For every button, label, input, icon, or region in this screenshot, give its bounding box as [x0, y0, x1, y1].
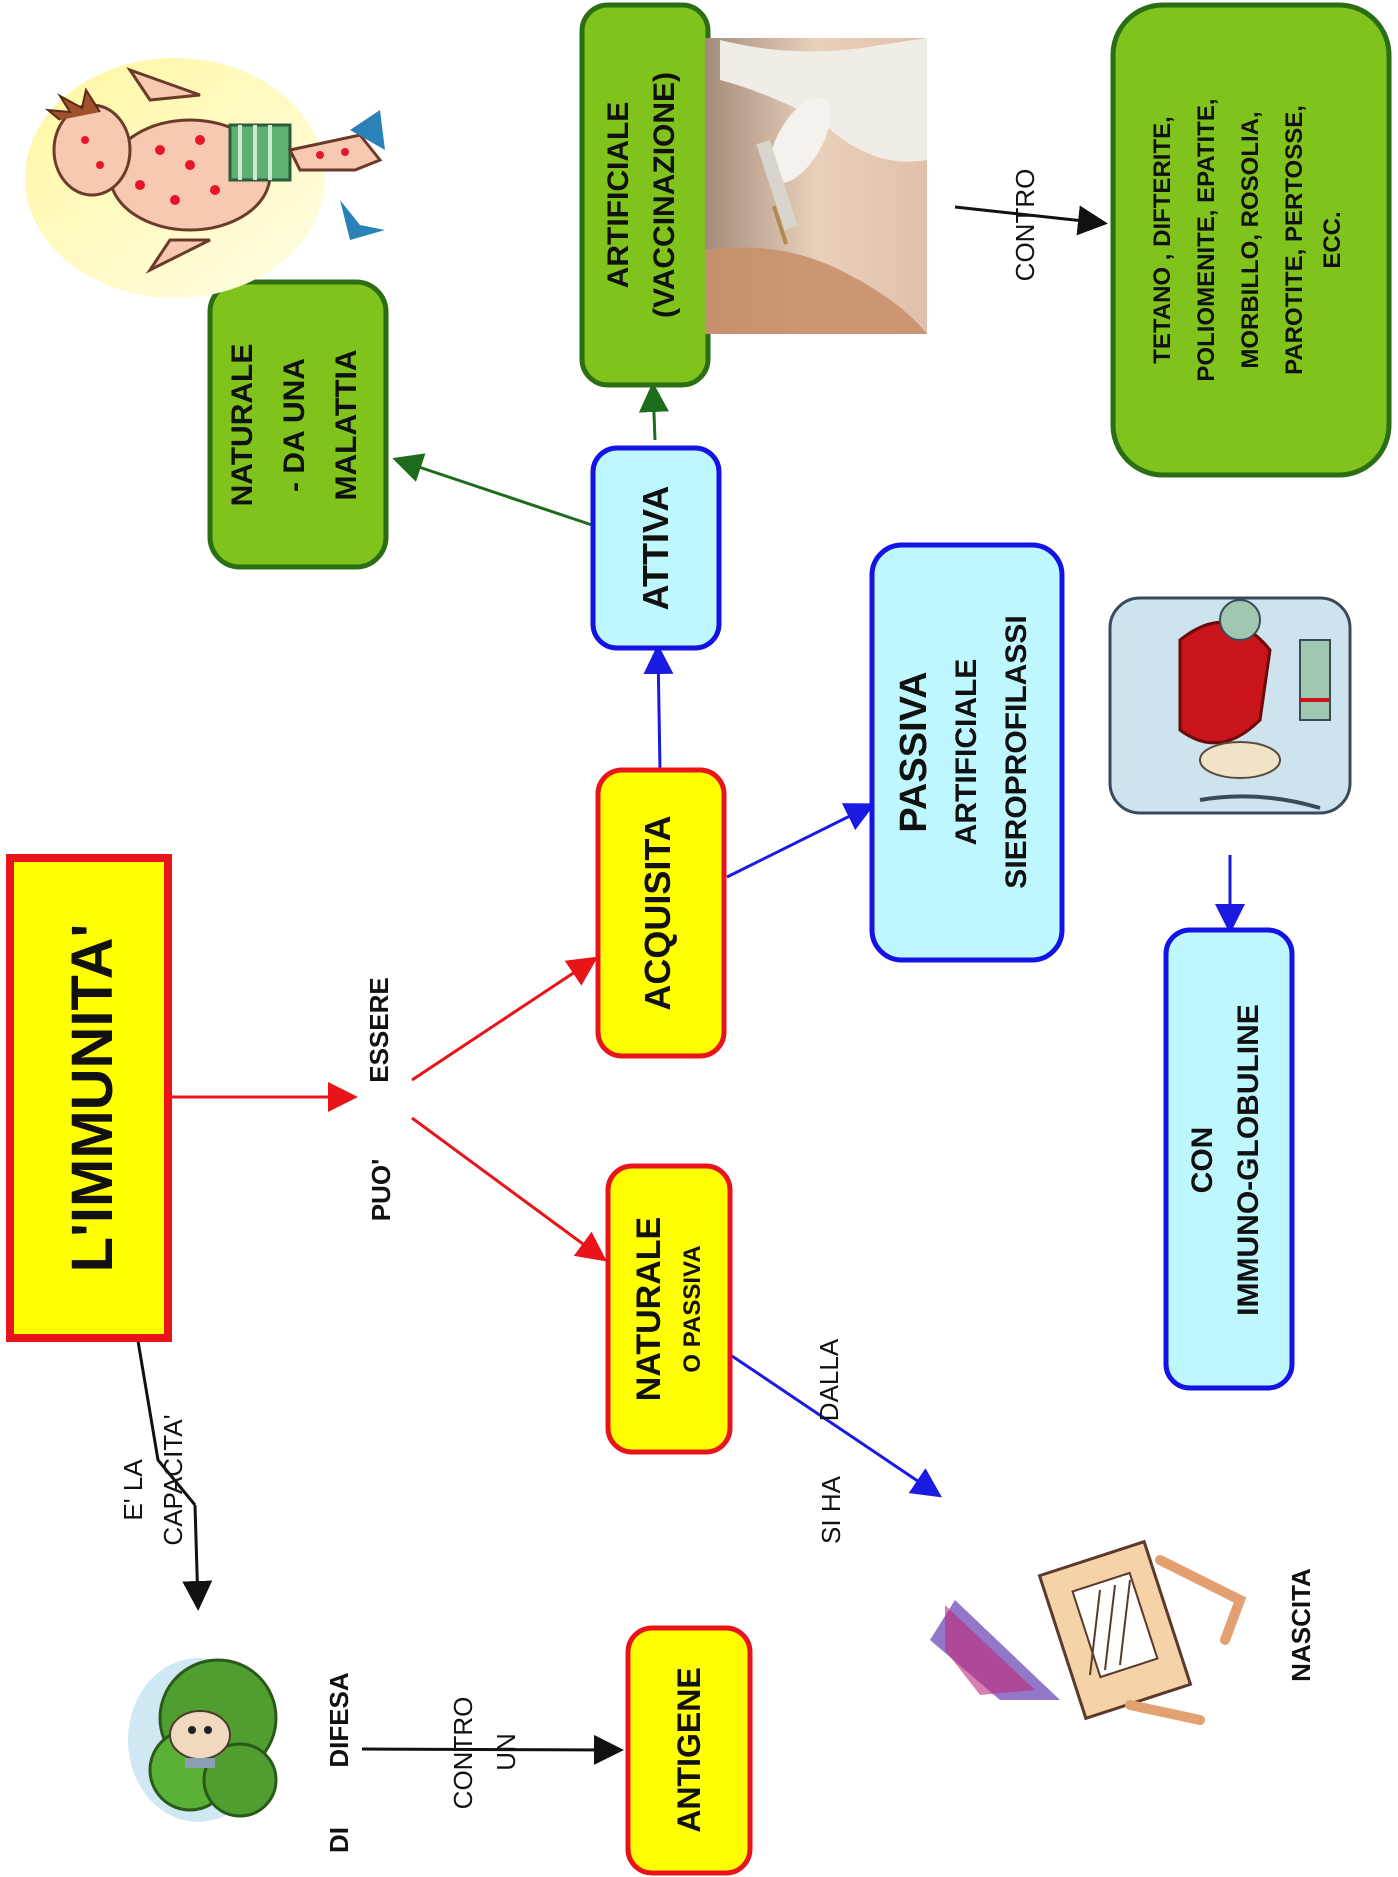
arrow-to-artificiale — [638, 382, 669, 441]
label-dalla: DALLA — [814, 1338, 844, 1421]
label-di: DI — [324, 1827, 354, 1853]
label-si-ha: SI HA — [816, 1475, 846, 1544]
arrow-title-to-difesa-line — [135, 1334, 197, 1506]
node-naturale-passiva-rect — [605, 1163, 733, 1455]
label-nascita: NASCITA — [1286, 1568, 1316, 1682]
node-naturale-malattia-line2: - DA UNA — [278, 358, 311, 492]
node-attiva-rect — [590, 445, 722, 651]
node-diseases-line4: PAROTITE, PERTOSSE, — [1281, 105, 1308, 375]
label-essere: ESSERE — [364, 977, 394, 1083]
node-immunoglobuline: CON IMMUNO-GLOBULINE — [1163, 927, 1295, 1391]
title-box-rect — [6, 854, 172, 1342]
label-contro-bottom: CONTRO — [448, 1697, 478, 1810]
node-antigene-rect — [625, 1625, 753, 1876]
node-attiva: ATTIVA — [590, 445, 722, 651]
arrow-to-naturale-malattia — [392, 453, 593, 527]
node-diseases-rect — [1110, 2, 1392, 478]
node-naturale-passiva: NATURALE O PASSIVA — [605, 1163, 733, 1455]
node-diseases-line2: POLIOMENITE, EPATITE, — [1193, 98, 1220, 381]
node-naturale-passiva-line2: O PASSIVA — [679, 1245, 706, 1372]
node-passiva-line2: ARTIFICIALE — [950, 659, 983, 846]
node-naturale-malattia: NATURALE - DA UNA MALATTIA — [207, 279, 389, 570]
cradle-icon — [930, 1539, 1247, 1725]
node-acquisita-rect — [595, 767, 727, 1059]
node-diseases-line5: ECC. — [1319, 211, 1346, 268]
node-acquisita: ACQUISITA — [595, 767, 727, 1059]
node-naturale-malattia-rect — [207, 279, 389, 570]
label-e-la: E' LA — [118, 1459, 148, 1521]
node-passiva-line1: PASSIVA — [893, 671, 935, 832]
transfusion-icon — [1108, 596, 1352, 815]
hiding-person-icon — [128, 1658, 278, 1822]
arrow-to-passiva — [726, 803, 876, 879]
label-un: UN — [491, 1733, 521, 1771]
node-antigene: ANTIGENE — [625, 1625, 753, 1876]
connectors — [135, 205, 1245, 1765]
label-difesa: DIFESA — [324, 1672, 354, 1768]
node-naturale-malattia-line1: NATURALE — [226, 344, 259, 507]
vaccine-photo-icon — [705, 38, 927, 334]
node-artificiale: ARTIFICIALE (VACCINAZIONE) — [579, 2, 711, 388]
label-puo: PUO' — [366, 1159, 396, 1222]
node-passiva-line3: SIEROPROFILASSI — [1000, 615, 1033, 888]
node-attiva-text: ATTIVA — [635, 486, 676, 611]
label-contro-top: CONTRO — [1010, 169, 1040, 282]
node-passiva-rect — [869, 542, 1065, 963]
title-text: L'IMMUNITA' — [60, 924, 125, 1273]
node-artificiale-line2: (VACCINAZIONE) — [648, 72, 681, 318]
node-immunoglobuline-rect — [1163, 927, 1295, 1391]
arrow-to-naturale — [411, 1116, 607, 1262]
node-artificiale-rect — [579, 2, 711, 388]
arrow-to-acquisita — [411, 956, 599, 1082]
arrow-to-attiva — [643, 644, 674, 771]
node-artificiale-line1: ARTIFICIALE — [602, 102, 635, 289]
node-immunoglobuline-line1: CON — [1186, 1127, 1219, 1194]
sick-person-icon — [25, 58, 385, 298]
title-box: L'IMMUNITA' — [6, 854, 172, 1342]
node-naturale-passiva-line1: NATURALE — [630, 1217, 668, 1401]
node-diseases-line1: TETANO , DIFTERITE, — [1149, 116, 1176, 364]
node-acquisita-text: ACQUISITA — [637, 815, 678, 1010]
node-passiva-artificiale: PASSIVA ARTIFICIALE SIEROPROFILASSI — [869, 542, 1065, 963]
node-diseases-line3: MORBILLO, ROSOLIA, — [1237, 111, 1264, 368]
link-labels: E' LA CAPACITA' PUO' ESSERE SI HA DALLA … — [118, 169, 1316, 1853]
arrow-title-to-difesa — [182, 1504, 213, 1611]
label-capacita: CAPACITA' — [158, 1414, 188, 1545]
arrow-to-diseases — [954, 205, 1108, 236]
arrow-to-antigene — [361, 1734, 624, 1765]
node-naturale-malattia-line3: MALATTIA — [330, 349, 363, 500]
node-diseases: TETANO , DIFTERITE, POLIOMENITE, EPATITE… — [1110, 2, 1392, 478]
arrow-to-nascita — [731, 1354, 942, 1498]
node-antigene-text: ANTIGENE — [671, 1667, 707, 1832]
node-immunoglobuline-line2: IMMUNO-GLOBULINE — [1232, 1004, 1265, 1316]
